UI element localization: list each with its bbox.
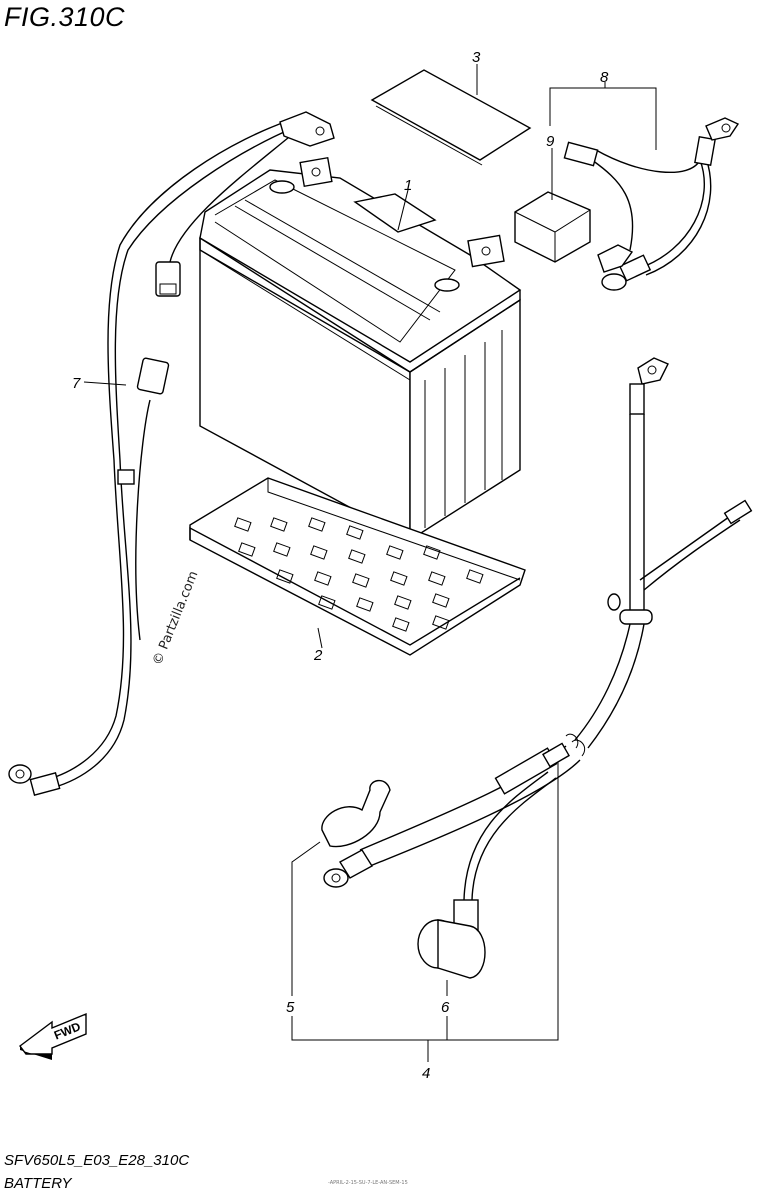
positive-cable-drawing (563, 117, 740, 291)
callout-8: 8 (600, 69, 609, 86)
callout-4: 4 (422, 1065, 430, 1082)
callout-9: 9 (546, 133, 555, 150)
battery-cable-drawing (321, 357, 753, 979)
callout-2: 2 (313, 647, 323, 664)
section-name: BATTERY (4, 1175, 72, 1192)
figure-title: FIG.310C (4, 2, 126, 32)
positive-terminal-cover-drawing (514, 191, 591, 263)
fwd-arrow-icon: FWD (19, 1012, 87, 1060)
callout-3: 3 (472, 49, 481, 66)
callout-5: 5 (286, 999, 295, 1016)
callout-leaders (83, 64, 657, 1062)
callout-7: 7 (72, 375, 81, 392)
fine-print: -APRIL-2-15-SU-7-LE-AN-SEM-15 (328, 1180, 408, 1186)
callout-6: 6 (441, 999, 450, 1016)
battery-pad-drawing (370, 69, 532, 166)
battery-tray-drawing (189, 477, 526, 656)
diagram-code: SFV650L5_E03_E28_310C (4, 1152, 190, 1169)
battery-drawing (199, 156, 522, 542)
callout-1: 1 (404, 177, 412, 194)
